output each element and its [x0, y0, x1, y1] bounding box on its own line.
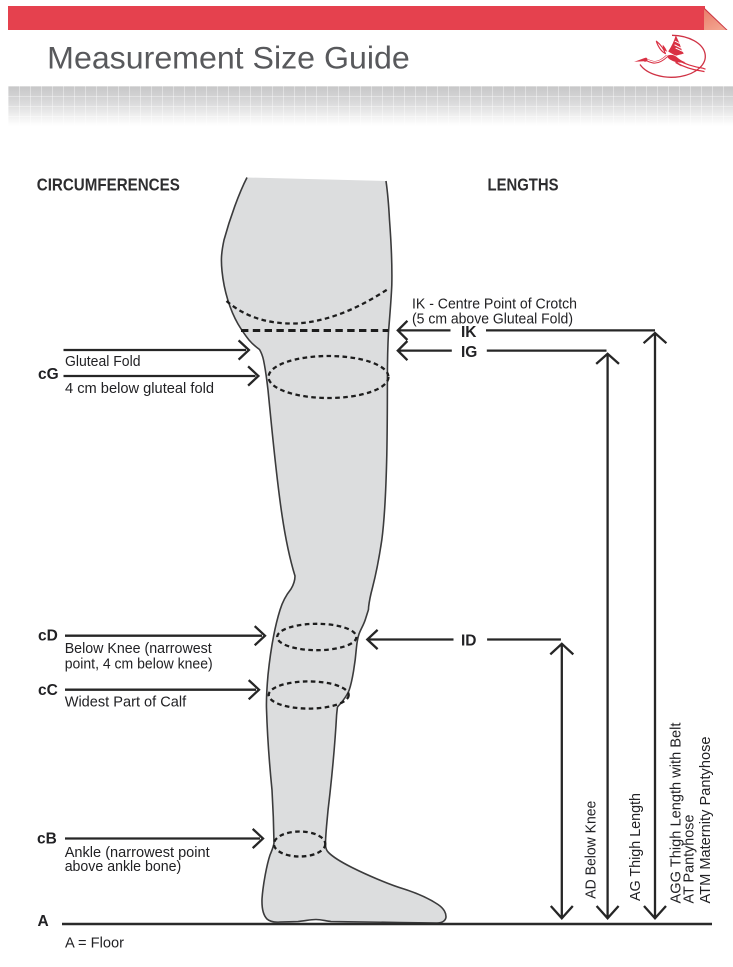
- svg-text:LENGTHS: LENGTHS: [488, 174, 559, 194]
- svg-text:Gluteal Fold: Gluteal Fold: [65, 353, 141, 370]
- svg-text:AG Thigh Length: AG Thigh Length: [627, 793, 644, 901]
- svg-text:IK: IK: [461, 324, 477, 341]
- svg-text:AGG Thigh Length with Belt: AGG Thigh Length with Belt: [668, 722, 685, 904]
- svg-text:point, 4 cm below knee): point, 4 cm below knee): [65, 656, 213, 673]
- svg-text:cD: cD: [38, 627, 58, 644]
- svg-text:A = Floor: A = Floor: [65, 935, 124, 952]
- svg-text:cC: cC: [38, 682, 58, 699]
- svg-text:IK - Centre Point of Crotch: IK - Centre Point of Crotch: [412, 296, 577, 313]
- svg-text:4 cm below gluteal fold: 4 cm below gluteal fold: [65, 380, 214, 397]
- svg-text:Widest Part of Calf: Widest Part of Calf: [65, 694, 187, 711]
- svg-text:above ankle bone): above ankle bone): [65, 858, 182, 875]
- svg-text:cB: cB: [37, 831, 57, 848]
- svg-text:Ankle (narrowest point: Ankle (narrowest point: [65, 844, 211, 861]
- svg-text:(5 cm above Gluteal Fold): (5 cm above Gluteal Fold): [412, 311, 573, 328]
- svg-text:Measurement Size Guide: Measurement Size Guide: [47, 40, 410, 76]
- svg-text:A: A: [38, 913, 49, 930]
- svg-text:Below Knee (narrowest: Below Knee (narrowest: [65, 640, 213, 657]
- svg-text:ID: ID: [461, 633, 477, 650]
- svg-text:ATM Maternity Pantyhose: ATM Maternity Pantyhose: [697, 737, 714, 904]
- svg-text:AT Pantyhose: AT Pantyhose: [681, 815, 698, 904]
- svg-text:cG: cG: [38, 366, 59, 383]
- svg-text:IG: IG: [461, 344, 477, 361]
- svg-text:AD Below Knee: AD Below Knee: [583, 801, 600, 899]
- svg-text:CIRCUMFERENCES: CIRCUMFERENCES: [37, 174, 180, 194]
